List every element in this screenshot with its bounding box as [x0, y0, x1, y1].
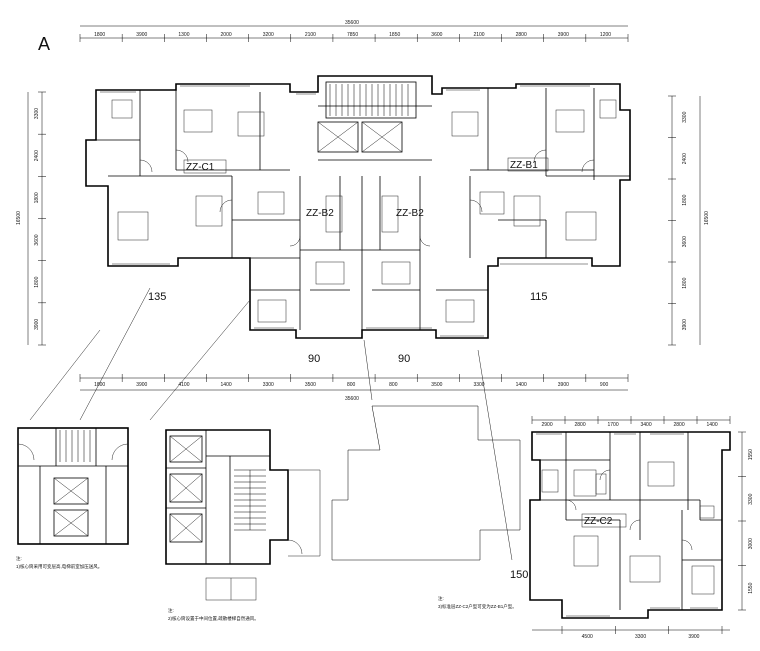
right-dim-segment-label: 3300 — [682, 111, 688, 122]
site-outline — [331, 405, 521, 561]
unit-area-c1: 135 — [148, 291, 166, 303]
core-detail-2: 注: 2)核心筒设置于中间位置,疏散楼梯自然通风。 — [165, 429, 321, 622]
top-dim-segment-label: 7850 — [347, 32, 358, 38]
unit-area-b2-right: 90 — [398, 353, 410, 365]
c2-top-dim-segment-label: 1400 — [707, 422, 718, 428]
c2-top-dim-segment-label: 2800 — [575, 422, 586, 428]
c2-note-head: 注: — [438, 595, 444, 602]
right-dim-segment-label: 2400 — [682, 153, 688, 164]
c2-right-dim-segment-label: 3300 — [748, 493, 754, 504]
top-dim-segment-label: 2000 — [221, 32, 232, 38]
top-dim-segment-label: 1200 — [600, 32, 611, 38]
left-dim-segment-label: 3300 — [34, 108, 40, 119]
core-note-2-head: 注: — [168, 607, 174, 614]
bottom-dim-segment-label: 3300 — [263, 382, 274, 388]
bottom-dim-segment-label: 3500 — [305, 382, 316, 388]
top-dim-segment-label: 1800 — [94, 32, 105, 38]
c2-right-dim-segment-label: 3000 — [748, 538, 754, 549]
unit-code-b1: ZZ-B1 — [510, 160, 538, 171]
c2-bottom-dim-segment-label: 3900 — [688, 634, 699, 640]
bottom-dim-segment-label: 3900 — [558, 382, 569, 388]
c2-bottom-dim-segment-label: 4500 — [582, 634, 593, 640]
top-dim-segment-label: 2800 — [516, 32, 527, 38]
bottom-dim-segment-label: 1400 — [221, 382, 232, 388]
top-dim-segment-label: 1850 — [389, 32, 400, 38]
c2-right-dim-segment-label: 1550 — [748, 582, 754, 593]
unit-area-b2-left: 90 — [308, 353, 320, 365]
top-dim-segment-label: 1300 — [178, 32, 189, 38]
top-dimension-chain: 35600 1800 3900 1300 2000 3200 2100 7850 1850 36… — [79, 20, 629, 42]
right-dimension-chain: 16500 3300 2400 1800 3600 1800 3900 — [668, 95, 710, 346]
c2-note: 3)标准层ZZ-C2户型可变为ZZ-B1户型。 — [438, 603, 517, 610]
bottom-dim-segment-label: 4100 — [178, 382, 189, 388]
bottom-dim-segment-label: 3900 — [136, 382, 147, 388]
bottom-dim-segment-label: 900 — [600, 382, 609, 388]
left-dim-segment-label: 3600 — [34, 234, 40, 245]
right-dim-segment-label: 1800 — [682, 194, 688, 205]
bottom-total-dim: 35600 — [345, 396, 359, 402]
c2-right-dim-segment-label: 1550 — [748, 449, 754, 460]
bottom-dim-segment-label: 800 — [389, 382, 398, 388]
core-detail-1: 注: 1)核心筒采用可变层高,电梯前室加压送风。 — [16, 427, 129, 570]
bottom-dim-segment-label: 1400 — [516, 382, 527, 388]
top-dim-segment-label: 3900 — [558, 32, 569, 38]
c2-bottom-dim-segment-label: 3300 — [635, 634, 646, 640]
top-dim-segment-label: 3900 — [136, 32, 147, 38]
right-dim-segment-label: 1800 — [682, 277, 688, 288]
core-note-1: 1)核心筒采用可变层高,电梯前室加压送风。 — [16, 563, 102, 570]
left-dim-segment-label: 2400 — [34, 150, 40, 161]
bottom-dim-segment-label: 800 — [347, 382, 356, 388]
top-total-dim: 35600 — [345, 20, 359, 26]
left-total-dim: 16500 — [16, 211, 22, 225]
core-note-1-head: 注: — [16, 555, 22, 562]
core-note-2: 2)核心筒设置于中间位置,疏散楼梯自然通风。 — [168, 615, 259, 622]
bottom-dim-segment-label: 3500 — [431, 382, 442, 388]
c2-top-dim-segment-label: 3400 — [641, 422, 652, 428]
c2-top-dim-segment-label: 2900 — [542, 422, 553, 428]
detail-leader-lines — [29, 287, 513, 561]
top-dim-segment-label: 3600 — [431, 32, 442, 38]
main-floor-plan — [85, 75, 631, 339]
bottom-dimension-chain: 35600 1800 3900 4100 1400 3300 3500 800 800 3500… — [79, 374, 629, 402]
right-dim-segment-label: 3600 — [682, 236, 688, 247]
top-dim-segment-label: 3200 — [263, 32, 274, 38]
unit-code-b2-right: ZZ-B2 — [396, 208, 424, 219]
left-dim-segment-label: 3900 — [34, 319, 40, 330]
bottom-dim-segment-label: 3300 — [473, 382, 484, 388]
top-dim-segment-label: 2100 — [305, 32, 316, 38]
unit-code-c2: ZZ-C2 — [584, 516, 613, 527]
right-total-dim: 16500 — [704, 211, 710, 225]
bottom-dim-segment-label: 1800 — [94, 382, 105, 388]
sheet-letter: A — [38, 34, 50, 54]
c2-top-dim-segment-label: 2800 — [674, 422, 685, 428]
unit-labels: ZZ-C1 ZZ-B2 ZZ-B2 ZZ-B1 135 90 90 115 — [148, 157, 549, 365]
top-dim-segment-label: 2100 — [473, 32, 484, 38]
left-dimension-chain: 16500 3300 2400 1800 3600 1800 3900 — [16, 91, 46, 346]
unit-area-c2: 150 — [510, 569, 528, 581]
left-dim-segment-label: 1800 — [34, 192, 40, 203]
right-dim-segment-label: 3900 — [682, 319, 688, 330]
unit-c2-plan: 2900 2800 1700 3400 2800 1400 4500 3300 3900 15… — [438, 416, 754, 640]
left-dim-segment-label: 1800 — [34, 276, 40, 287]
unit-area-b1: 115 — [530, 291, 548, 303]
c2-top-dim-segment-label: 1700 — [608, 422, 619, 428]
unit-code-b2-left: ZZ-B2 — [306, 208, 334, 219]
unit-code-c1: ZZ-C1 — [186, 162, 215, 173]
